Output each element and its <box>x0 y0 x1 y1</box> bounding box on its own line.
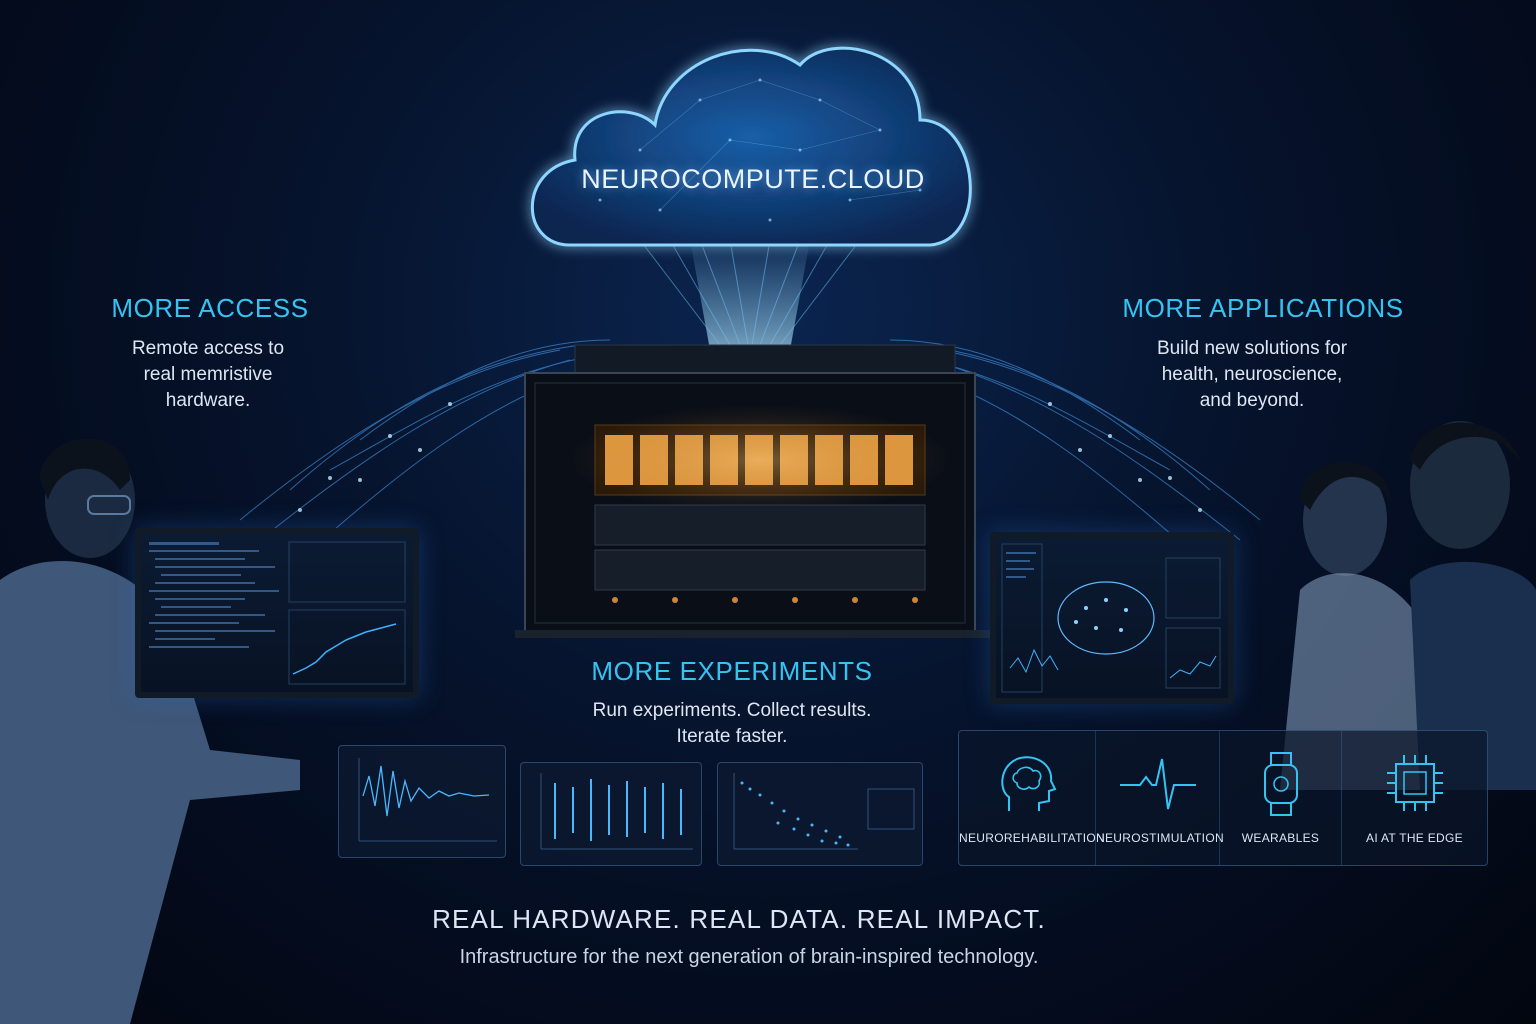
application-label: NEUROREHABILITATION <box>959 831 1105 845</box>
scatter-decay-plot <box>733 773 915 850</box>
brain-network-screen <box>1001 543 1221 693</box>
left-monitor <box>135 528 419 698</box>
bar-distribution-plot <box>540 773 693 850</box>
applications-panel: NEUROREHABILITATION NEUROSTIMULATION WEA… <box>958 730 1488 866</box>
more-applications-heading: MORE APPLICATIONS <box>1122 293 1404 323</box>
access-line: real memristive <box>143 364 273 385</box>
application-ai-at-the-edge: AI AT THE EDGE <box>1341 731 1487 865</box>
application-label: AI AT THE EDGE <box>1366 831 1463 845</box>
more-applications-description: Build new solutions for health, neurosci… <box>1102 336 1402 414</box>
footer-tagline: REAL HARDWARE. REAL DATA. REAL IMPACT. <box>432 904 1046 934</box>
footer-subline: Infrastructure for the next generation o… <box>459 946 1039 968</box>
amber-modules <box>570 405 950 515</box>
application-neurorehabilitation: NEUROREHABILITATION <box>959 731 1105 865</box>
cloud-graphic <box>530 46 972 247</box>
access-line: hardware. <box>165 390 251 411</box>
waveform-plot <box>358 758 497 842</box>
chip-icon <box>1386 755 1443 811</box>
application-label: WEARABLES <box>1241 831 1320 845</box>
experiment-panel-scatter <box>717 762 923 866</box>
experiment-panel-bars <box>520 762 702 866</box>
experiments-line: Run experiments. Collect results. <box>592 700 872 721</box>
cloud-title: NEUROCOMPUTE.CLOUD <box>581 164 925 194</box>
more-access-description: Remote access to real memristive hardwar… <box>58 336 358 414</box>
pulse-icon <box>1119 758 1196 810</box>
smartwatch-icon <box>1263 752 1298 816</box>
memristive-hardware-rack <box>515 344 995 638</box>
application-label: NEUROSTIMULATION <box>1096 831 1224 845</box>
application-wearables: WEARABLES <box>1219 731 1341 865</box>
right-monitor <box>990 532 1234 704</box>
experiments-line: Iterate faster. <box>676 726 788 747</box>
more-experiments-description: Run experiments. Collect results. Iterat… <box>530 698 934 750</box>
experiment-panel-waveform <box>338 745 506 858</box>
more-access-heading: MORE ACCESS <box>111 293 309 323</box>
access-line: Remote access to <box>131 338 285 359</box>
code-editor-screen <box>149 541 406 685</box>
applications-line: health, neuroscience, <box>1161 364 1343 385</box>
more-experiments-heading: MORE EXPERIMENTS <box>591 656 873 686</box>
brain-head-icon <box>1001 756 1057 811</box>
application-neurostimulation: NEUROSTIMULATION <box>1095 731 1224 865</box>
applications-line: and beyond. <box>1199 390 1305 411</box>
applications-line: Build new solutions for <box>1156 338 1348 359</box>
